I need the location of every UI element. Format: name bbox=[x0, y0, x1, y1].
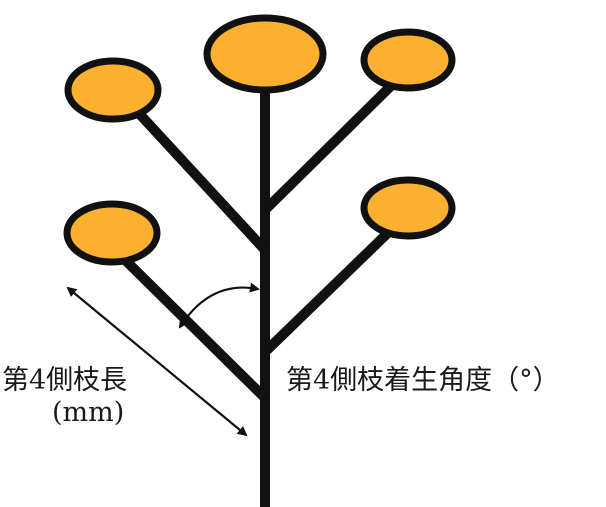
lateral-length-label: 第4側枝長 bbox=[2, 365, 127, 396]
flower-top bbox=[203, 14, 327, 94]
flower-upper-right bbox=[360, 28, 456, 92]
flower-middle-right bbox=[360, 176, 456, 240]
branch-upper-left bbox=[130, 104, 269, 254]
branches bbox=[111, 76, 401, 507]
length-double-arrow bbox=[66, 286, 248, 437]
branch-lower-left bbox=[111, 246, 269, 402]
flower-lower-left bbox=[63, 200, 161, 266]
lateral-length-unit: (mm) bbox=[52, 397, 124, 428]
lateral-angle-label: 第4側枝着生角度（°） bbox=[286, 365, 560, 396]
flowers bbox=[63, 14, 456, 266]
branch-upper-right bbox=[261, 76, 401, 214]
flower-upper-left bbox=[64, 57, 162, 123]
branch-middle-right bbox=[261, 222, 399, 356]
